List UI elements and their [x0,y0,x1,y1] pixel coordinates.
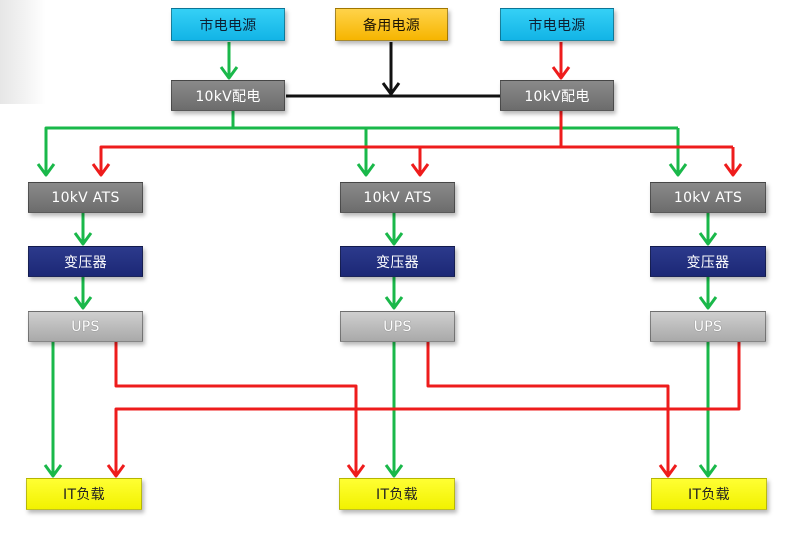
green-chains [43,213,718,478]
green-bus [44,111,235,174]
distribution-right: 10kV配电 [500,80,614,111]
green-arrowhead-1 [36,163,56,177]
red-crossfeed [106,342,741,478]
ups-1: UPS [28,311,143,342]
crossfeed-ups1-arrowhead [346,464,366,478]
green-feed [36,42,688,177]
green-mains-arrowhead [219,66,239,80]
chain3-ats-arrowhead [698,232,718,246]
transformer-3: 变压器 [650,246,766,277]
distribution-left: 10kV配电 [171,80,285,111]
it-load-1: IT负载 [26,478,142,510]
crossfeed-ups3-arrowhead [106,464,126,478]
mains-power-right: 市电电源 [500,8,614,41]
chain3-load-arrowhead [698,464,718,478]
chain1-ats-arrowhead [73,232,93,246]
backup-path [286,42,500,98]
red-feed [91,42,743,177]
chain3-xfmr-arrowhead [698,296,718,310]
mains-power-left: 市电电源 [171,8,285,41]
chain1-load-arrowhead [43,464,63,478]
crossfeed-ups2-arrowhead [658,464,678,478]
red-arrowhead-2 [410,163,430,177]
chain2-load-arrowhead [384,464,404,478]
ats-3: 10kV ATS [650,182,766,213]
crossfeed-ups2-to-load3 [426,342,670,475]
backup-power: 备用电源 [335,8,448,41]
red-arrowhead-3 [723,163,743,177]
crossfeed-ups1-to-load2 [114,342,358,475]
it-load-2: IT负载 [339,478,455,510]
red-arrowhead-1 [91,163,111,177]
backup-arrowhead [381,82,401,96]
chain2-xfmr-arrowhead [384,296,404,310]
ats-2: 10kV ATS [340,182,455,213]
ups-3: UPS [650,311,766,342]
background-shade [0,0,46,104]
crossfeed-ups3-to-load1 [114,342,741,475]
red-bus [99,111,563,174]
ats-1: 10kV ATS [28,182,143,213]
it-load-3: IT负载 [651,478,767,510]
ups-2: UPS [340,311,455,342]
transformer-1: 变压器 [28,246,143,277]
green-arrowhead-2 [356,163,376,177]
chain2-ats-arrowhead [384,232,404,246]
green-arrowhead-3 [668,163,688,177]
chain1-xfmr-arrowhead [73,296,93,310]
red-mains-arrowhead [551,66,571,80]
transformer-2: 变压器 [340,246,455,277]
